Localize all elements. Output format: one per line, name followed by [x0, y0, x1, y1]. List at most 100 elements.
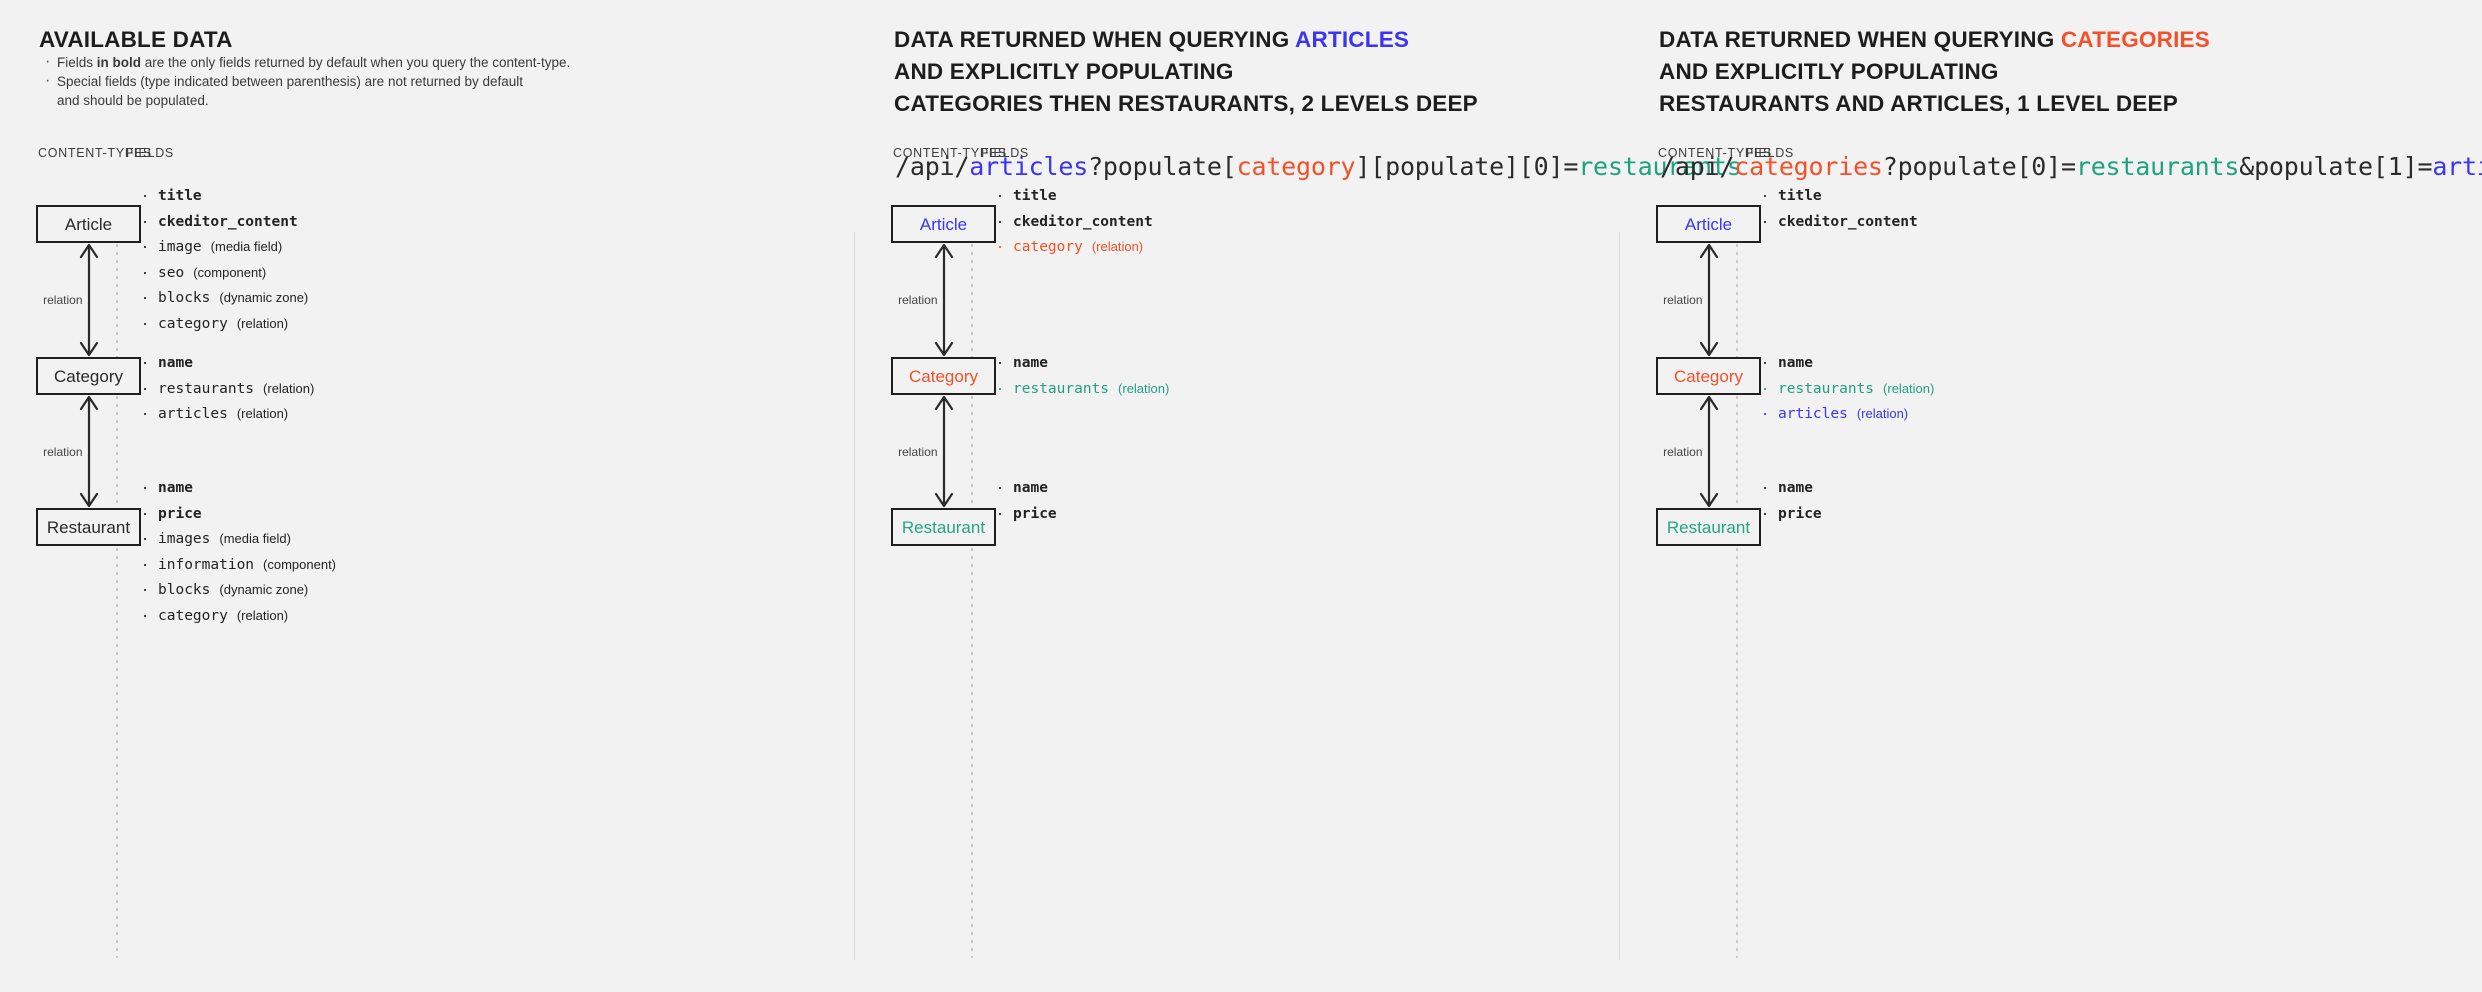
- panel-heading: AVAILABLE DATA: [39, 24, 233, 56]
- field-items: name price images(media field) information (…: [136, 475, 336, 628]
- entity-box-article: Article: [36, 205, 141, 243]
- field-item: restaurants (relation): [1756, 376, 1934, 402]
- heading-segment: AND EXPLICITLY POPULATING: [1659, 59, 1999, 84]
- entity-label: Category: [909, 366, 978, 386]
- field-name: restaurants: [1778, 380, 1875, 397]
- api-url-segment: &populate[1]=: [2239, 152, 2433, 181]
- heading-segment: ARTICLES: [1295, 27, 1410, 52]
- relation-arrow: [1679, 243, 1739, 357]
- field-type: (relation): [1856, 406, 1909, 421]
- field-item: articles (relation): [1756, 401, 1934, 427]
- entity-label: Category: [1674, 366, 1743, 386]
- field-type: (media field): [210, 239, 283, 254]
- legend-item: Special fields (type indicated between p…: [41, 71, 570, 91]
- field-items: namerestaurants(relation)articles(relati…: [136, 350, 314, 427]
- field-item: seo(component): [136, 260, 308, 286]
- field-items: name price: [1756, 475, 1822, 526]
- field-type: (relation): [1883, 380, 1935, 396]
- relation-arrow-label: relation: [43, 444, 83, 459]
- field-list-group: nameprice: [991, 475, 1057, 526]
- field-item: price: [1756, 501, 1822, 527]
- field-name: name: [1778, 480, 1813, 496]
- field-item: price: [991, 501, 1057, 527]
- field-name: seo: [158, 264, 185, 281]
- field-type: (relation): [1118, 380, 1170, 396]
- field-name: category: [158, 607, 228, 624]
- legend-text: and should be populated.: [57, 93, 209, 108]
- field-type: (dynamic zone): [219, 290, 309, 305]
- relation-arrow: [59, 395, 119, 508]
- field-items: title ckeditor_contentcategory(relation): [991, 183, 1153, 260]
- panel-separator-1: [854, 232, 855, 960]
- field-name: blocks: [158, 290, 211, 306]
- content-types-column-label: CONTENT-TYPES: [893, 146, 1007, 160]
- heading-segment: AVAILABLE DATA: [39, 27, 233, 52]
- content-types-column-label: CONTENT-TYPES: [38, 146, 152, 160]
- legend-item: Fields in bold are the only fields retur…: [41, 52, 571, 72]
- field-name: restaurants: [158, 380, 255, 397]
- api-url-segment: categories: [1734, 152, 1883, 181]
- api-url-segment: ?populate[: [1088, 152, 1237, 181]
- field-item: images(media field): [136, 526, 336, 552]
- entity-box-restaurant: Restaurant: [1656, 508, 1761, 546]
- column-dotted-divider: [971, 236, 973, 958]
- heading-line: DATA RETURNED WHEN QUERYING ARTICLES: [894, 24, 1478, 56]
- field-item: restaurants(relation): [136, 376, 314, 402]
- entity-box-article: Article: [891, 205, 996, 243]
- relation-arrow-label: relation: [1663, 444, 1703, 459]
- field-item: category(relation): [991, 234, 1153, 260]
- field-name: image: [158, 239, 202, 255]
- api-url-segment: ?populate[0]=: [1882, 152, 2076, 181]
- field-name: articles: [1778, 406, 1848, 422]
- field-items: nameprice: [991, 475, 1057, 526]
- panel-separator-2: [1619, 232, 1620, 960]
- field-name: title: [1778, 188, 1822, 204]
- field-name: ckeditor_content: [158, 213, 298, 230]
- field-item: title: [136, 183, 308, 209]
- field-name: information: [158, 556, 255, 573]
- field-name: images: [158, 531, 211, 547]
- field-name: category: [158, 315, 228, 332]
- api-url-segment: /api/: [1660, 152, 1735, 181]
- field-name: price: [1013, 505, 1057, 522]
- field-name: name: [158, 480, 193, 496]
- field-item: blocks (dynamic zone): [136, 285, 308, 311]
- entity-box-category: Category: [1656, 357, 1761, 395]
- field-list-group: title ckeditor_contentimage (media field) s…: [136, 183, 308, 336]
- field-item: restaurants(relation): [991, 376, 1169, 402]
- field-item: ckeditor_content: [991, 209, 1153, 235]
- heading-segment: DATA RETURNED WHEN QUERYING: [894, 27, 1296, 52]
- field-name: name: [158, 355, 193, 371]
- relation-arrow-label: relation: [43, 293, 83, 307]
- api-url-segment: /api/: [895, 152, 970, 181]
- entity-label: Category: [54, 366, 123, 386]
- legend-text: are the only fields returned by default …: [141, 55, 571, 70]
- field-item: name: [1756, 475, 1822, 501]
- field-list-group: name price: [1756, 475, 1822, 526]
- heading-segment: DATA RETURNED WHEN QUERYING: [1659, 27, 2061, 52]
- relation-arrow: [59, 243, 119, 357]
- field-name: price: [158, 505, 202, 522]
- api-url-segment: articles: [969, 152, 1089, 181]
- field-list-group: title ckeditor_content: [1756, 183, 1918, 234]
- field-list-group: namerestaurants(relation)articles(relati…: [136, 350, 314, 427]
- api-url: /api/categories?populate[0]=restaurants&…: [1660, 152, 2482, 181]
- field-name: title: [1013, 188, 1057, 204]
- entity-label: Restaurant: [46, 517, 131, 537]
- field-item: title: [1756, 183, 1918, 209]
- field-name: ckeditor_content: [1778, 213, 1918, 230]
- field-item: information (component): [136, 552, 336, 578]
- panel-available-data: AVAILABLE DATAFields in bold are the onl…: [0, 0, 855, 992]
- field-item: ckeditor_content: [1756, 209, 1918, 235]
- field-item: blocks(dynamic zone): [136, 577, 336, 603]
- field-type: (component): [263, 556, 337, 572]
- entity-box-restaurant: Restaurant: [36, 508, 141, 546]
- field-item: name: [136, 350, 314, 376]
- legend-text-bold: in bold: [96, 55, 142, 70]
- legend-list: Fields in bold are the only fields retur…: [41, 52, 571, 110]
- field-list-group: namerestaurants(relation)articles(relati…: [1756, 350, 1934, 427]
- legend-text: Special fields (type indicated between p…: [57, 74, 524, 89]
- field-type: (relation): [236, 406, 289, 421]
- field-name: name: [1013, 355, 1048, 371]
- legend-bullets: Fields in bold are the only fields retur…: [41, 52, 571, 110]
